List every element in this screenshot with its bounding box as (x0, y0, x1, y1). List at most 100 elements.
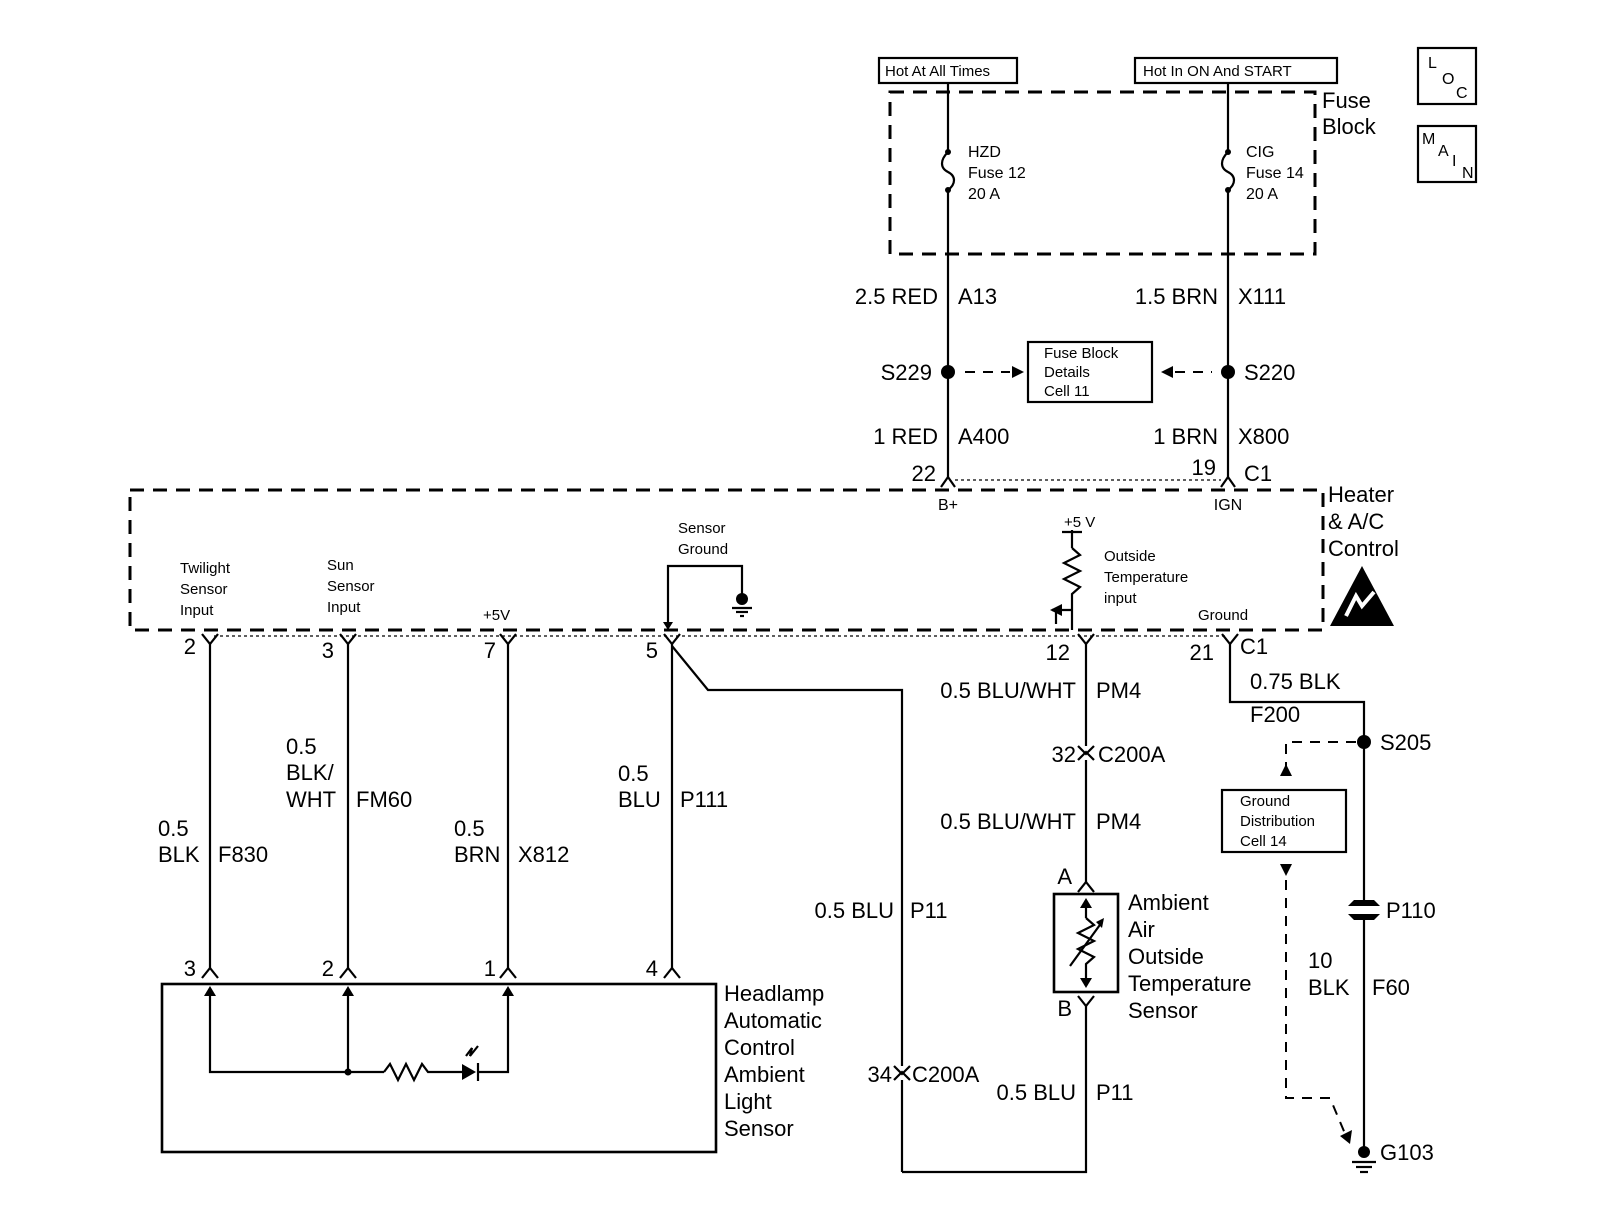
hvac-pin-22: 22 (912, 461, 936, 486)
headlamp-sensor-title-2: Automatic (724, 1008, 822, 1033)
ambient-sensor-title: Ambient (1128, 890, 1209, 915)
wire-f830-circuit: F830 (218, 842, 268, 867)
outside-temp-input-label-2: Temperature (1104, 569, 1188, 586)
hvac-control-title-2: & A/C (1328, 509, 1384, 534)
fuse-block-title-2: Block (1322, 114, 1377, 139)
splice-s229-label: S229 (881, 360, 932, 385)
headlamp-sensor-title-3: Control (724, 1035, 795, 1060)
splice-s220-label: S220 (1244, 360, 1295, 385)
headlamp-sensor-pin-4: 4 (646, 956, 658, 981)
hot-in-on-start-label: Hot In ON And START (1133, 56, 1339, 85)
ambient-sensor-title-5: Sensor (1128, 998, 1198, 1023)
connector-c200a-upper-name: C200A (1098, 742, 1166, 767)
wire-x111-color: 1.5 BRN (1135, 284, 1218, 309)
wire-p11-left-color: 0.5 BLU (815, 898, 895, 923)
wire-f60-circuit: F60 (1372, 975, 1410, 1000)
headlamp-sensor-title-4: Ambient (724, 1062, 805, 1087)
hvac-pin-3: 3 (322, 638, 334, 663)
wire-p111-size: 0.5 (618, 761, 649, 786)
cig-circuit (1220, 83, 1236, 488)
svg-text:M: M (1422, 131, 1435, 148)
splice-s205-label: S205 (1380, 730, 1431, 755)
svg-text:Hot At All Times: Hot At All Times (885, 63, 990, 80)
connector-c200a-lower-name: C200A (912, 1062, 980, 1087)
wire-f830 (201, 633, 219, 979)
headlamp-sensor-title-5: Light (724, 1089, 772, 1114)
headlamp-sensor-pin-3: 3 (184, 956, 196, 981)
outside-temp-input-label: Outside (1104, 548, 1156, 565)
wire-x812-color: BRN (454, 842, 500, 867)
wire-f830-size: 0.5 (158, 816, 189, 841)
sun-input-label-2: Sensor (327, 578, 375, 595)
hvac-control-title: Heater (1328, 482, 1394, 507)
ground-distribution-link[interactable]: Ground Distribution Cell 14 (1220, 788, 1348, 854)
location-icon[interactable]: L O C (1416, 46, 1478, 106)
wire-pm4-upper-color: 0.5 BLU/WHT (940, 678, 1076, 703)
fuse-block-title: Fuse (1322, 88, 1371, 113)
wire-fm60 (339, 633, 357, 979)
esd-warning-icon (1330, 566, 1394, 626)
outside-temp-input-label-3: input (1104, 590, 1137, 607)
cig-fuse-name: CIG (1246, 144, 1274, 161)
svg-text:L: L (1428, 55, 1437, 72)
headlamp-sensor-pin-1: 1 (484, 956, 496, 981)
wire-p11-bottom-color: 0.5 BLU (997, 1080, 1077, 1105)
hvac-pin-12: 12 (1046, 640, 1070, 665)
wire-x812-circuit: X812 (518, 842, 569, 867)
ambient-sensor-title-3: Outside (1128, 944, 1204, 969)
ground-g103-icon (1352, 1146, 1376, 1174)
wire-f60-color: BLK (1308, 975, 1350, 1000)
hvac-control-title-3: Control (1328, 536, 1399, 561)
splice-s205 (1357, 735, 1371, 749)
wire-fm60-size: 0.5 (286, 734, 317, 759)
svg-text:Distribution: Distribution (1240, 813, 1315, 830)
ground-label: Ground (1198, 607, 1248, 624)
svg-text:Details: Details (1044, 364, 1090, 381)
headlamp-sensor-box (160, 982, 718, 1154)
connector-c200a-lower (893, 1065, 911, 1172)
ambient-sensor-pin-b: B (1057, 996, 1072, 1021)
twilight-input-label: Twilight (180, 560, 231, 577)
wire-fm60-circuit: FM60 (356, 787, 412, 812)
passthrough-p110-label: P110 (1386, 898, 1436, 923)
cig-fuse-rating: 20 A (1246, 186, 1278, 203)
hvac-pin-5: 5 (646, 638, 658, 663)
svg-text:Ground: Ground (1240, 793, 1290, 810)
svg-text:C: C (1456, 85, 1468, 102)
ambient-sensor-title-2: Air (1128, 917, 1155, 942)
fuse-block-outline (888, 90, 1317, 256)
splice-s229 (941, 365, 955, 379)
hvac-pin-7: 7 (484, 638, 496, 663)
svg-text:Cell 11: Cell 11 (1044, 383, 1090, 400)
wire-x812-size: 0.5 (454, 816, 485, 841)
headlamp-sensor-title: Headlamp (724, 981, 824, 1006)
hvac-connector-c1-bottom: C1 (1240, 634, 1268, 659)
ground-dist-ref-lines (1280, 741, 1356, 1144)
wire-f60-size: 10 (1308, 948, 1332, 973)
plus5v-left-label: +5V (483, 607, 510, 624)
wire-fm60-color: BLK/ (286, 760, 335, 785)
headlamp-sensor-pin-2: 2 (322, 956, 334, 981)
hvac-pin-19: 19 (1192, 455, 1216, 480)
ambient-sensor-title-4: Temperature (1128, 971, 1252, 996)
wire-x812 (499, 633, 517, 979)
hot-at-all-times-label: Hot At All Times (877, 56, 1019, 85)
fuse-block-details-link[interactable]: Fuse Block Details Cell 11 (1026, 340, 1154, 404)
wire-p111-circuit: P111 (680, 787, 728, 812)
thermistor-icon (1069, 898, 1104, 988)
wire-p11-bottom-circuit: P11 (1096, 1080, 1134, 1105)
main-icon[interactable]: M A I N (1416, 124, 1478, 184)
wire-f200-color: 0.75 BLK (1250, 669, 1341, 694)
wire-fm60-color-2: WHT (286, 787, 336, 812)
sensor-ground-label: Sensor (678, 520, 726, 537)
plus5v-right-label: +5 V (1064, 514, 1095, 531)
wire-x111-circuit: X111 (1238, 284, 1286, 309)
hvac-ign: IGN (1214, 497, 1242, 514)
sun-input-label: Sun (327, 557, 354, 574)
wire-a400-color: 1 RED (873, 424, 938, 449)
hzd-fuse-rating: 20 A (968, 186, 1000, 203)
ground-wire (1221, 633, 1366, 1150)
twilight-input-label-2: Sensor (180, 581, 228, 598)
svg-text:Fuse Block: Fuse Block (1044, 345, 1119, 362)
svg-text:N: N (1462, 165, 1474, 182)
